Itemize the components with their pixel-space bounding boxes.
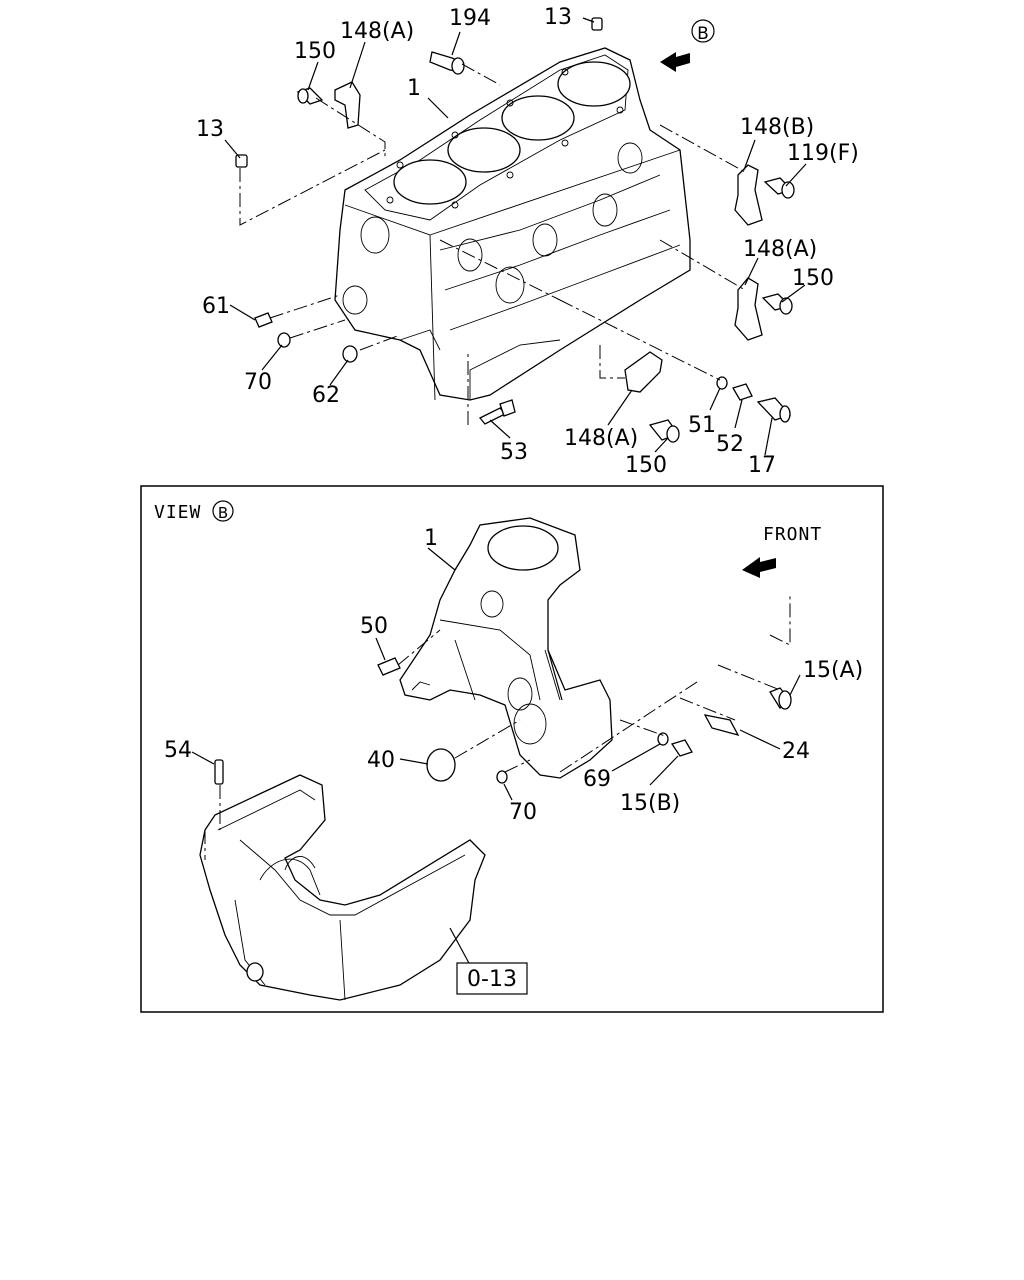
callout-150-top: 150 [294, 39, 336, 64]
cylinder-block-rear-view [399, 517, 613, 779]
part-194-icon [429, 51, 465, 75]
view-b-marker: B [218, 504, 228, 522]
callout-24: 24 [782, 739, 810, 764]
callout-1-block: 1 [407, 76, 421, 101]
assembly-lines-view-b [204, 595, 791, 860]
reference-box-0-13: 0-13 [456, 962, 528, 995]
callout-150-right: 150 [792, 266, 834, 291]
part-52-plug-icon [732, 383, 753, 401]
part-17-sensor-icon [756, 397, 792, 423]
part-13-left-plug-icon [235, 154, 248, 168]
part-148a-right-clip-icon [734, 277, 763, 341]
callout-194: 194 [449, 6, 491, 31]
part-150-top-bolt-icon [296, 87, 324, 105]
callout-62: 62 [312, 383, 340, 408]
part-61-dowel-icon [254, 312, 273, 328]
part-150-right-bolt-icon [761, 293, 793, 315]
callout-53: 53 [500, 440, 528, 465]
callout-17: 17 [748, 453, 776, 478]
callout-69: 69 [583, 767, 611, 792]
callout-labels-top: 194 13 148(A) 150 1 13 148(B) 119(F) 148… [196, 5, 859, 478]
callout-150-bottom: 150 [625, 453, 667, 478]
part-54-stud-icon [214, 759, 224, 785]
front-label: FRONT [763, 524, 822, 545]
part-70-washer-icon [277, 332, 291, 348]
leader-lines-view-b [191, 547, 801, 966]
callout-119f: 119(F) [787, 141, 859, 166]
arrow-front-icon [742, 557, 776, 578]
oil-pan [199, 774, 486, 1001]
assembly-lines-top [239, 63, 746, 425]
cylinder-block-assembly [334, 47, 691, 401]
callout-13-top: 13 [544, 5, 572, 30]
callout-51: 51 [688, 413, 716, 438]
view-b-title-text: VIEW [154, 502, 201, 523]
leader-lines-top [224, 17, 807, 456]
callout-70-view-b: 70 [509, 800, 537, 825]
part-148b-clip-icon [734, 164, 763, 226]
callout-70-top: 70 [244, 370, 272, 395]
callout-148a-bottom: 148(A) [564, 426, 638, 451]
callout-148a-top: 148(A) [340, 19, 414, 44]
callout-1-view-b: 1 [424, 526, 438, 551]
part-50-dowel-icon [377, 657, 401, 676]
part-119f-bolt-icon [763, 177, 795, 199]
callout-148a-right: 148(A) [743, 237, 817, 262]
view-b-frame [140, 485, 884, 1013]
part-150-bottom-bolt-icon [648, 419, 680, 443]
front-indicator: FRONT [742, 524, 822, 578]
callout-labels-view-b: 1 50 15(A) 24 40 69 70 15(B) 54 [164, 526, 863, 825]
part-148a-top-clip-icon [334, 81, 361, 129]
callout-15b: 15(B) [620, 791, 680, 816]
callout-50: 50 [360, 614, 388, 639]
part-53-bolt-icon [478, 399, 516, 425]
part-69-washer-icon [657, 732, 669, 746]
part-15a-plug-icon [769, 687, 792, 710]
reference-box-label: 0-13 [467, 967, 517, 992]
section-marker-b: B [697, 24, 709, 44]
arrow-front-icon [660, 52, 690, 72]
part-24-fitting-icon [703, 714, 740, 737]
part-13-top-plug-icon [591, 17, 603, 31]
callout-54: 54 [164, 738, 192, 763]
callout-148b: 148(B) [740, 115, 814, 140]
callout-15a: 15(A) [803, 658, 863, 683]
part-70-washer-view-b-icon [496, 770, 508, 784]
part-15b-plug-icon [670, 739, 693, 757]
callout-52: 52 [716, 432, 744, 457]
circled-letter-icon: B [691, 19, 715, 44]
part-40-oring-icon [426, 748, 456, 782]
part-148a-bottom-clip-icon [624, 351, 663, 393]
view-b-title: VIEW B [154, 500, 234, 523]
callout-40: 40 [367, 748, 395, 773]
callout-61: 61 [202, 294, 230, 319]
callout-13-left: 13 [196, 117, 224, 142]
part-62-bush-icon [342, 345, 358, 363]
